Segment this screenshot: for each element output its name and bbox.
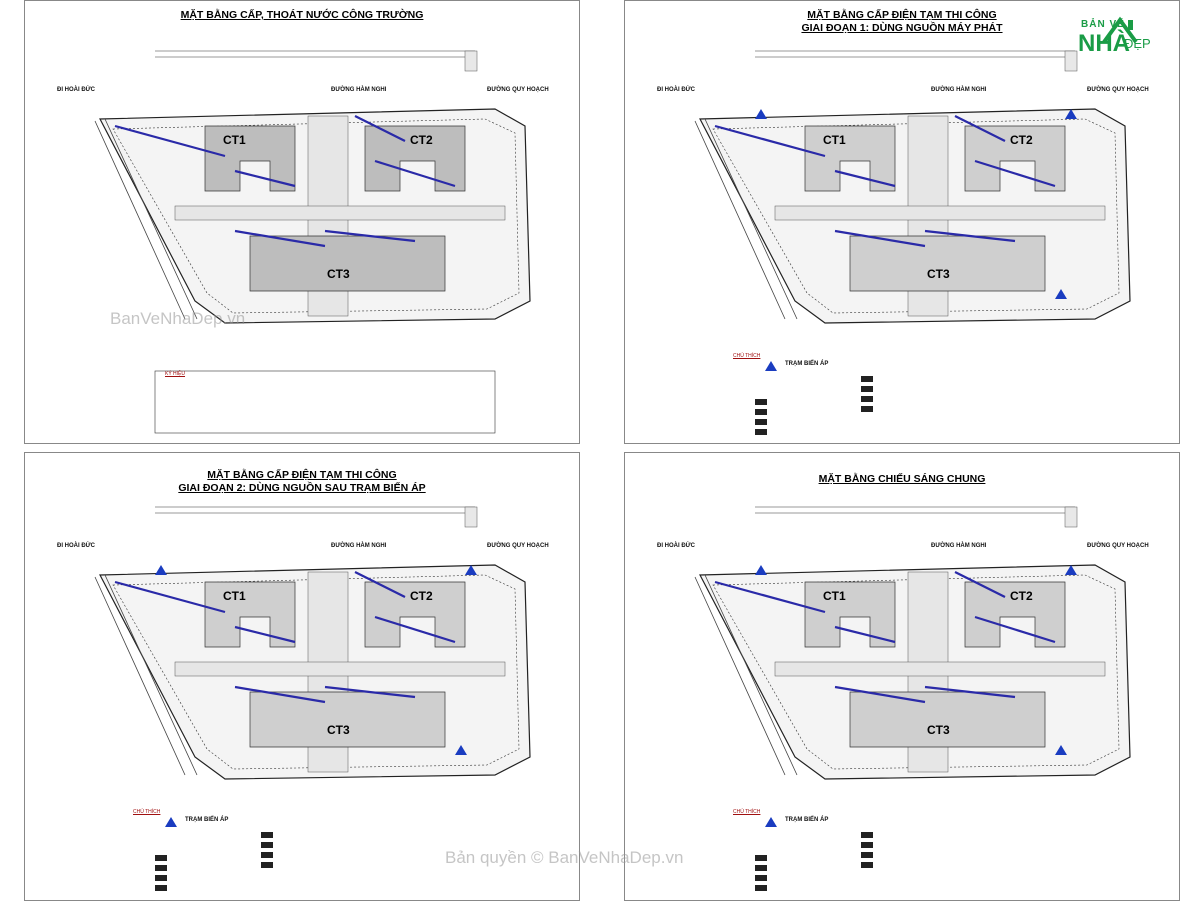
building-ct3: CT3: [327, 267, 350, 281]
legend-title: CHÚ THÍCH: [133, 809, 161, 815]
legend-title: CHÚ THÍCH: [733, 809, 761, 815]
building-ct1: CT1: [223, 133, 246, 147]
building-ct3: CT3: [927, 723, 950, 737]
brand-logo: BẢN VẼ NHÀ ĐẸP: [1078, 16, 1158, 64]
road-label-right: ĐƯỜNG QUY HOẠCH: [1087, 87, 1149, 93]
tram-label: TRẠM BIẾN ÁP: [785, 361, 829, 367]
building-ct3: CT3: [927, 267, 950, 281]
building-ct1: CT1: [223, 589, 246, 603]
panel-title: MẶT BẰNG CHIẾU SÁNG CHUNG: [818, 473, 986, 485]
road-label-top: ĐƯỜNG HÀM NGHI: [331, 87, 387, 93]
watermark-small: BanVeNhaDep.vn: [110, 309, 246, 328]
watermark: Bản quyền © BanVeNhaDep.vn: [445, 848, 684, 867]
legend-title: KÝ HIỆU: [165, 371, 186, 377]
tram-label: TRẠM BIẾN ÁP: [185, 817, 229, 823]
building-ct3: CT3: [327, 723, 350, 737]
road-label-left: ĐI HOÀI ĐỨC: [657, 543, 695, 549]
house-icon: [1102, 16, 1138, 44]
building-ct1: CT1: [823, 133, 846, 147]
site-plan: [694, 506, 1131, 891]
building-ct2: CT2: [1010, 589, 1033, 603]
road-label-left: ĐI HOÀI ĐỨC: [57, 543, 95, 549]
road-label-top: ĐƯỜNG HÀM NGHI: [931, 543, 987, 549]
site-plan: [694, 50, 1131, 435]
building-ct2: CT2: [410, 589, 433, 603]
panel-title: MẶT BẰNG CẤP, THOÁT NƯỚC CÔNG TRƯỜNG: [180, 9, 424, 21]
road-label-top: ĐƯỜNG HÀM NGHI: [931, 87, 987, 93]
building-ct2: CT2: [410, 133, 433, 147]
road-label-right: ĐƯỜNG QUY HOẠCH: [487, 543, 549, 549]
logo-line1: BẢN VẼ: [1081, 19, 1125, 30]
road-label-top: ĐƯỜNG HÀM NGHI: [331, 543, 387, 549]
road-label-right: ĐƯỜNG QUY HOẠCH: [1087, 543, 1149, 549]
tram-label: TRẠM BIẾN ÁP: [785, 817, 829, 823]
logo-line3: ĐẸP: [1124, 36, 1151, 51]
logo-line2: NHÀ: [1078, 30, 1130, 57]
road-label-right: ĐƯỜNG QUY HOẠCH: [487, 87, 549, 93]
road-label-left: ĐI HOÀI ĐỨC: [657, 87, 695, 93]
site-plan: [94, 506, 531, 891]
road-label-left: ĐI HOÀI ĐỨC: [57, 87, 95, 93]
panel-lighting: MẶT BẰNG CHIẾU SÁNG CHUNG ĐI HOÀI ĐỨC ĐƯỜ…: [624, 452, 1180, 901]
panel-water-supply: MẶT BẰNG CẤP, THOÁT NƯỚC CÔNG TRƯỜNG ĐI …: [24, 0, 580, 444]
building-ct1: CT1: [823, 589, 846, 603]
legend-title: CHÚ THÍCH: [733, 353, 761, 359]
site-plan: [94, 50, 531, 434]
building-ct2: CT2: [1010, 133, 1033, 147]
